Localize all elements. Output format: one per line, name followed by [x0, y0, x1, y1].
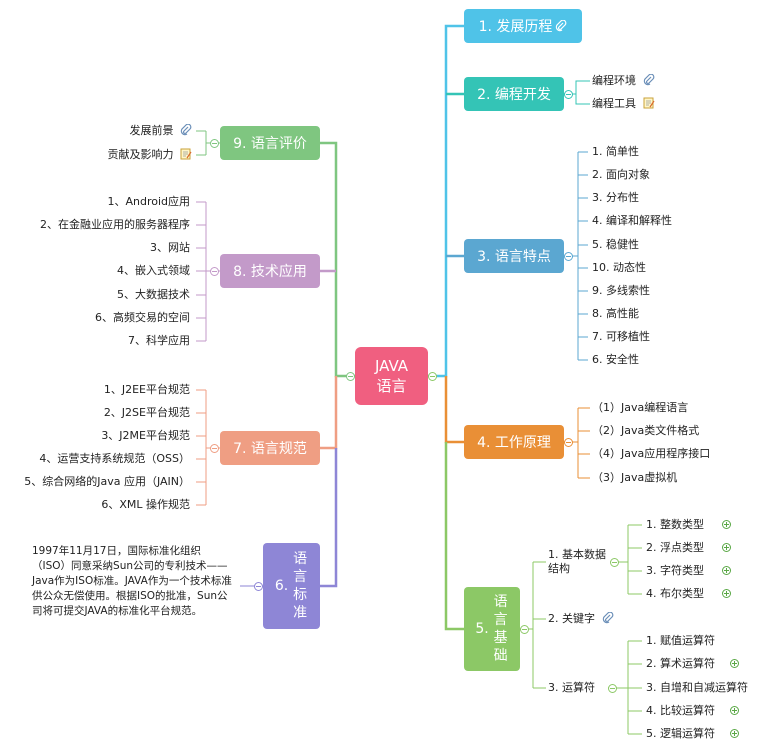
leaf-application[interactable]: 3、网站: [150, 241, 190, 254]
collapse-toggle[interactable]: [564, 438, 573, 447]
leaf-principle[interactable]: （1）Java编程语言: [592, 401, 689, 414]
leaf-feature[interactable]: 10. 动态性: [592, 261, 646, 274]
expand-toggle[interactable]: [722, 543, 731, 552]
note-icon[interactable]: [643, 97, 655, 109]
sub-operators[interactable]: 3. 运算符: [548, 681, 595, 694]
leaf-spec[interactable]: 5、综合网络的Java 应用（JAIN）: [24, 475, 190, 488]
collapse-toggle[interactable]: [210, 267, 219, 276]
leaf-dev-env[interactable]: 编程环境: [592, 74, 655, 88]
collapse-toggle[interactable]: [608, 684, 617, 693]
leaf-application[interactable]: 1、Android应用: [107, 195, 190, 208]
leaf-operator[interactable]: 4. 比较运算符: [646, 704, 715, 717]
leaf-principle[interactable]: （3）Java虚拟机: [592, 471, 678, 484]
root-node[interactable]: JAVA 语言: [355, 347, 428, 405]
leaf-application[interactable]: 6、高频交易的空间: [95, 311, 190, 324]
leaf-prospects[interactable]: 发展前景: [130, 124, 193, 138]
leaf-feature[interactable]: 7. 可移植性: [592, 330, 650, 343]
leaf-feature[interactable]: 3. 分布性: [592, 191, 639, 204]
sub-keyword[interactable]: 2. 关键字: [548, 612, 614, 626]
collapse-toggle[interactable]: [210, 444, 219, 453]
leaf-feature[interactable]: 5. 稳健性: [592, 238, 639, 251]
leaf-feature[interactable]: 8. 高性能: [592, 307, 639, 320]
expand-toggle[interactable]: [730, 729, 739, 738]
leaf-spec[interactable]: 4、运营支持系统规范（OSS）: [39, 452, 190, 465]
collapse-toggle[interactable]: [564, 252, 573, 261]
expand-toggle[interactable]: [722, 589, 731, 598]
paperclip-icon[interactable]: [643, 74, 655, 86]
paperclip-icon[interactable]: [602, 612, 614, 624]
branch-history[interactable]: 1. 发展历程: [464, 9, 582, 43]
sub-basic-types[interactable]: 1. 基本数据结构: [548, 548, 606, 575]
leaf-operator[interactable]: 2. 算术运算符: [646, 657, 715, 670]
note-icon[interactable]: [180, 148, 192, 160]
collapse-toggle[interactable]: [210, 139, 219, 148]
collapse-toggle[interactable]: [520, 625, 529, 634]
branch-specifications[interactable]: 7. 语言规范: [220, 431, 320, 465]
leaf-type[interactable]: 1. 整数类型: [646, 518, 704, 531]
leaf-contribution[interactable]: 贡献及影响力: [108, 148, 193, 162]
leaf-principle[interactable]: （4）Java应用程序接口: [592, 447, 711, 460]
branch-basics-label: 语言基础: [493, 594, 508, 664]
leaf-spec[interactable]: 2、J2SE平台规范: [103, 406, 190, 419]
leaf-feature[interactable]: 1. 简单性: [592, 145, 639, 158]
branch-evaluation[interactable]: 9. 语言评价: [220, 126, 320, 160]
expand-toggle[interactable]: [730, 659, 739, 668]
collapse-toggle[interactable]: [564, 90, 573, 99]
branch-basics[interactable]: 5. 语言基础: [464, 587, 520, 671]
leaf-type[interactable]: 3. 字符类型: [646, 564, 704, 577]
leaf-application[interactable]: 4、嵌入式领域: [117, 264, 190, 277]
paperclip-icon[interactable]: [180, 124, 192, 136]
leaf-feature[interactable]: 9. 多线索性: [592, 284, 650, 297]
branch-applications[interactable]: 8. 技术应用: [220, 254, 320, 288]
leaf-type[interactable]: 2. 浮点类型: [646, 541, 704, 554]
leaf-spec[interactable]: 1、J2EE平台规范: [103, 383, 190, 396]
collapse-toggle[interactable]: [254, 582, 263, 591]
leaf-operator[interactable]: 5. 逻辑运算符: [646, 727, 715, 740]
collapse-toggle[interactable]: [610, 558, 619, 567]
branch-standard[interactable]: 6. 语言标准: [263, 543, 320, 629]
leaf-application[interactable]: 5、大数据技术: [117, 288, 190, 301]
leaf-operator[interactable]: 3. 自增和自减运算符: [646, 681, 748, 694]
leaf-spec[interactable]: 3、J2ME平台规范: [101, 429, 190, 442]
branch-development[interactable]: 2. 编程开发: [464, 77, 564, 111]
leaf-application[interactable]: 7、科学应用: [128, 334, 190, 347]
leaf-type[interactable]: 4. 布尔类型: [646, 587, 704, 600]
leaf-principle[interactable]: （2）Java类文件格式: [592, 424, 700, 437]
expand-toggle[interactable]: [722, 566, 731, 575]
leaf-operator[interactable]: 1. 赋值运算符: [646, 634, 715, 647]
collapse-toggle[interactable]: [428, 372, 437, 381]
branch-standard-label: 语言标准: [293, 551, 308, 621]
collapse-toggle[interactable]: [346, 372, 355, 381]
paperclip-icon[interactable]: [555, 20, 567, 32]
leaf-application[interactable]: 2、在金融业应用的服务器程序: [40, 218, 190, 231]
standard-note: 1997年11月17日，国际标准化组织（ISO）同意采纳Sun公司的专利技术——…: [32, 545, 232, 617]
branch-features[interactable]: 3. 语言特点: [464, 239, 564, 273]
leaf-spec[interactable]: 6、XML 操作规范: [101, 498, 190, 511]
leaf-dev-tools[interactable]: 编程工具: [592, 97, 655, 111]
branch-principle[interactable]: 4. 工作原理: [464, 425, 564, 459]
expand-toggle[interactable]: [730, 706, 739, 715]
leaf-feature[interactable]: 6. 安全性: [592, 353, 639, 366]
leaf-feature[interactable]: 4. 编译和解释性: [592, 214, 672, 227]
leaf-feature[interactable]: 2. 面向对象: [592, 168, 650, 181]
expand-toggle[interactable]: [722, 520, 731, 529]
